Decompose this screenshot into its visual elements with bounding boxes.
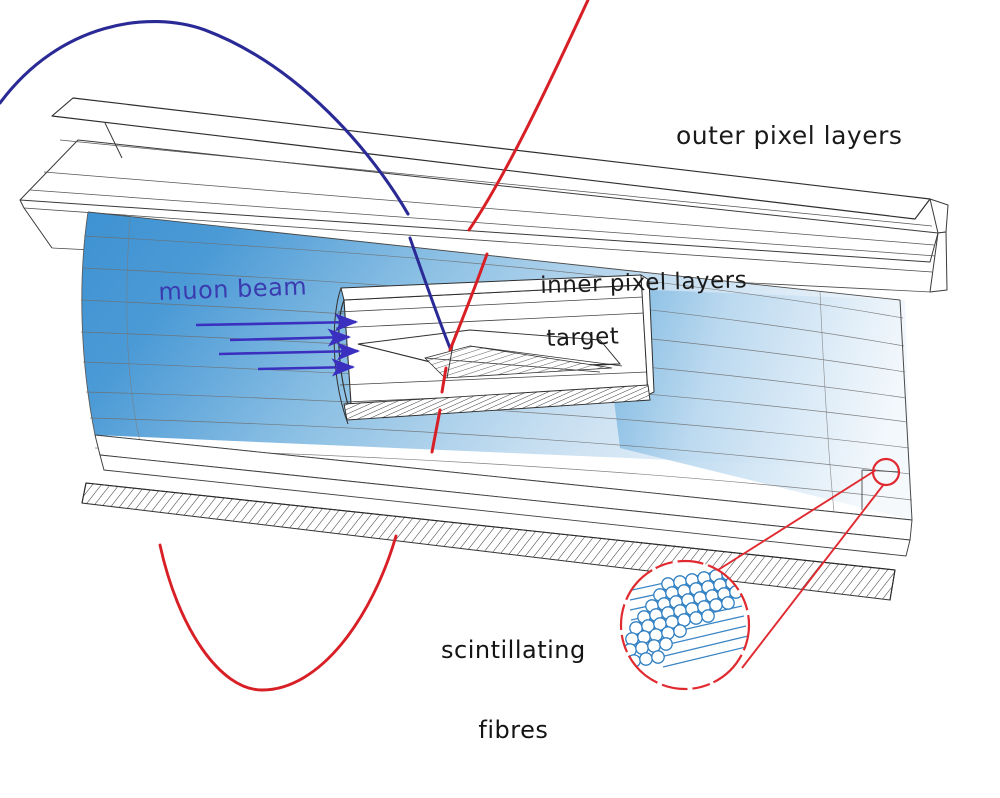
muon-beam-arrow-1 [195,313,359,332]
target-tip-line [469,345,623,367]
outer-layer-right-face-2 [929,231,948,293]
muon-beam-arrow-2 [229,328,352,347]
figure-canvas: outer pixel layers inner pixel layers ta… [0,0,949,744]
magnifier-leader-upper [717,469,877,571]
lower-support-layers [94,434,913,557]
outer-layer-line-a [43,171,935,246]
track-blue-upper [0,20,410,216]
fibre-band-left-cap [81,482,87,504]
barrel-edge-top [87,211,901,301]
magnifier-source-marker [871,457,901,487]
fibre-row-8 [627,650,665,668]
outer-layer-connector [104,122,123,159]
label-scintillating-fibres-line1: scintillating [441,635,586,664]
label-target: target [545,323,620,352]
outer-layer-line-b [29,189,937,257]
magnifier-leader-lower [741,483,885,669]
tube-bottom-shell [343,384,651,421]
inner-detector-tube [333,274,655,425]
target-double-cone [357,329,623,379]
support-layer-2 [99,454,911,557]
tube-right-face [640,274,655,396]
label-outer-pixel-layers: outer pixel layers [676,121,903,150]
muon-beam-arrows [195,313,361,377]
track-red-bottom-arc [158,534,398,692]
outer-layer-left-edge [19,199,53,249]
barrel-right-face-detail [861,469,901,510]
tube-left-lip-outer [333,287,349,425]
fibre-band-right-cap [889,569,896,601]
track-red-mid [448,252,489,352]
track-blue-lower [408,236,452,350]
target-hatched-underside [424,345,613,379]
barrel-edge-right [899,299,913,521]
outer-layer-line-d [23,207,933,273]
barrel-station-lines [126,217,835,513]
outer-layer-right-face [929,198,949,234]
barrel-edge-left [81,211,96,436]
track-red-upper [467,0,590,232]
fibre-row-5 [629,609,715,635]
track-red-below-target [430,408,442,454]
label-muon-beam: muon beam [157,272,308,306]
label-scintillating-fibres: scintillating fibres [441,583,586,798]
barrel-surface-far [600,288,912,520]
detector-schematic [0,0,949,692]
muon-beam-arrow-4 [257,358,356,377]
target-ridge [424,357,601,373]
fibre-band-top-edge [85,482,896,571]
magnifier-circle-outline [619,559,751,691]
label-scintillating-fibres-line2: fibres [478,716,549,745]
muon-beam-arrow-3 [218,342,361,361]
track-red-target-stub [440,366,448,394]
